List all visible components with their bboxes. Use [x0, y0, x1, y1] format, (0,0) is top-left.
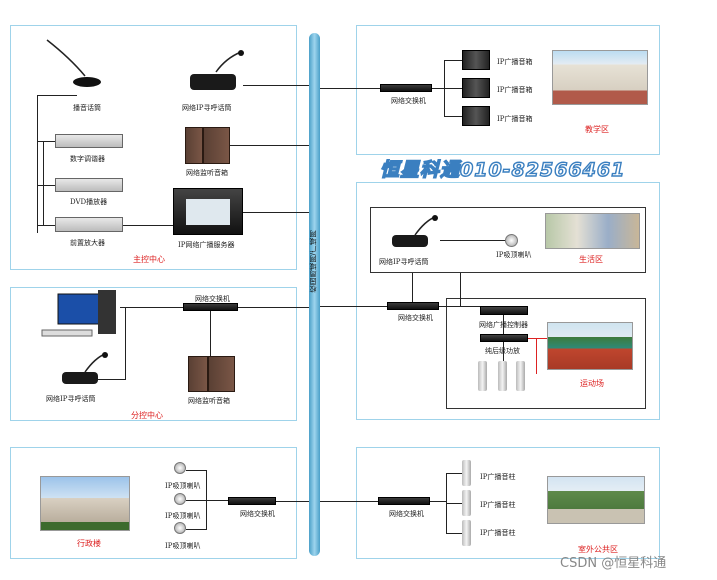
admin-switch-device — [228, 497, 276, 505]
ip-server-device — [173, 188, 243, 235]
teaching-switch-label: 网络交换机 — [391, 96, 426, 106]
ceiling-horn-icon — [174, 522, 186, 534]
living-paging-mic-icon — [390, 215, 440, 253]
living-paging-mic-label: 网络IP寻呼话筒 — [379, 257, 428, 267]
branch-center-title: 分控中心 — [131, 410, 163, 421]
teaching-zone-title: 教学区 — [585, 124, 609, 135]
branch-switch-label: 网络交换机 — [195, 294, 230, 304]
branch-switch-device — [183, 303, 238, 311]
credit-watermark: CSDN @恒星科通 — [560, 552, 666, 571]
teaching-switch-device — [380, 84, 432, 92]
broadcast-mic-icon — [45, 38, 105, 93]
branch-monitor-speaker-icon — [188, 356, 208, 392]
outdoor-area-photo — [547, 476, 645, 524]
ip-server-label: IP网络广播服务器 — [178, 240, 234, 250]
preamp-label: 前置放大器 — [70, 238, 105, 248]
outdoor-column3-label: IP广播音柱 — [480, 528, 515, 538]
monitor-speaker-icon — [185, 127, 203, 164]
admin-horn2-label: IP吸顶喇叭 — [165, 511, 200, 521]
ceiling-horn-icon — [505, 234, 518, 247]
ip-paging-mic-icon — [186, 50, 246, 95]
ceiling-horn-icon — [174, 462, 186, 474]
admin-switch-label: 网络交换机 — [240, 509, 275, 519]
branch-monitor-speaker-label: 网络监听音箱 — [188, 396, 230, 406]
teaching-speaker3-label: IP广播音箱 — [497, 114, 532, 124]
computer-icon — [40, 290, 120, 340]
admin-horn1-label: IP吸顶喇叭 — [165, 481, 200, 491]
admin-zone-title: 行政楼 — [77, 538, 101, 549]
ip-speaker-icon — [462, 78, 490, 98]
digital-tuner-label: 数字调谐器 — [70, 154, 105, 164]
ip-speaker-icon — [462, 50, 490, 70]
amplifier-device — [480, 334, 528, 342]
phone-watermark: 恒星科通010-82566461 — [380, 155, 625, 182]
sound-column-icon — [462, 520, 471, 546]
monitor-speaker-label: 网络监听音箱 — [186, 168, 228, 178]
outdoor-column1-label: IP广播音柱 — [480, 472, 515, 482]
sound-column-icon — [462, 460, 471, 486]
living-switch-device — [387, 302, 439, 310]
living-zone-title: 生活区 — [579, 254, 603, 265]
sound-column-icon — [478, 361, 487, 391]
dvd-player-label: DVD播放器 — [70, 197, 107, 207]
outdoor-column2-label: IP广播音柱 — [480, 500, 515, 510]
network-backbone — [309, 33, 320, 556]
living-area-photo — [545, 213, 640, 249]
preamp-device — [55, 217, 123, 232]
living-ceiling-speaker-label: IP吸顶喇叭 — [496, 250, 531, 260]
sports-field-photo — [547, 322, 633, 370]
sports-field-title: 运动场 — [580, 378, 604, 389]
branch-paging-mic-icon — [60, 352, 110, 390]
admin-horn3-label: IP吸顶喇叭 — [165, 541, 200, 551]
dvd-player-device — [55, 178, 123, 192]
teaching-speaker2-label: IP广播音箱 — [497, 85, 532, 95]
branch-monitor-speaker-icon — [208, 356, 235, 392]
ip-paging-mic-label: 网络IP寻呼话筒 — [182, 103, 231, 113]
outdoor-switch-label: 网络交换机 — [389, 509, 424, 519]
admin-building-photo — [40, 476, 130, 531]
living-switch-label: 网络交换机 — [398, 313, 433, 323]
teaching-speaker1-label: IP广播音箱 — [497, 57, 532, 67]
main-center-title: 主控中心 — [133, 254, 165, 265]
monitor-speaker-icon — [203, 127, 230, 164]
ceiling-horn-icon — [174, 493, 186, 505]
outdoor-switch-device — [378, 497, 430, 505]
backbone-label: 校园局域网/广域网 — [308, 230, 322, 293]
sound-column-icon — [498, 361, 507, 391]
teaching-building-photo — [552, 50, 648, 105]
branch-paging-mic-label: 网络IP寻呼话筒 — [46, 394, 95, 404]
ip-speaker-icon — [462, 106, 490, 126]
broadcast-mic-label: 播音话筒 — [73, 103, 101, 113]
sound-column-icon — [462, 490, 471, 516]
sound-column-icon — [516, 361, 525, 391]
digital-tuner-device — [55, 134, 123, 148]
bc-controller-device — [480, 306, 528, 315]
